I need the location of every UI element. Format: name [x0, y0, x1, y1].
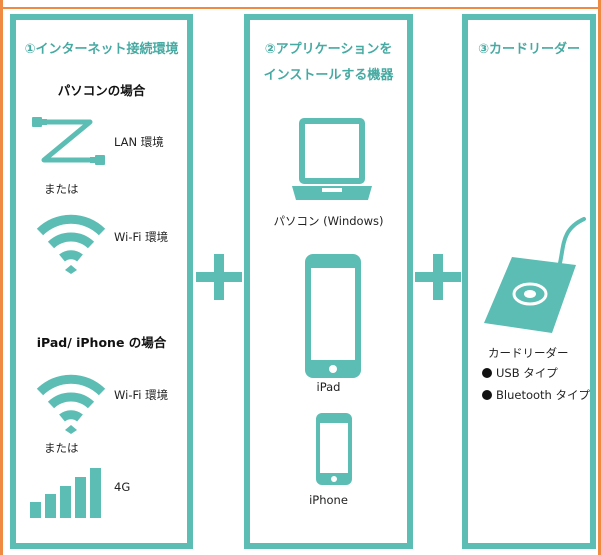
- wifi-icon: [36, 374, 106, 434]
- wifi-label: Wi-Fi 環境: [114, 388, 169, 402]
- list-item: USB タイプ: [482, 362, 590, 384]
- panel-internet-environment: ①インターネット接続環境 パソコンの場合 LAN 環境 または Wi-Fi 環境…: [10, 14, 193, 549]
- phone-label: iPhone: [309, 493, 348, 507]
- signal-bars-icon: [30, 468, 101, 518]
- panel-install-devices: ②アプリケーションを インストールする機器 パソコン (Windows) iPa…: [244, 14, 413, 549]
- outer-frame-left: [0, 0, 3, 555]
- reader-type-list: USB タイプ Bluetooth タイプ: [482, 362, 590, 406]
- reader-type-bluetooth: Bluetooth タイプ: [496, 388, 590, 402]
- laptop-icon: [292, 118, 372, 200]
- wifi-label: Wi-Fi 環境: [114, 230, 169, 244]
- phone-icon: [316, 413, 352, 485]
- tablet-label: iPad: [316, 380, 341, 394]
- panel-heading: ①インターネット接続環境: [24, 42, 179, 57]
- outer-frame-right: [598, 0, 601, 555]
- laptop-label: パソコン (Windows): [273, 214, 384, 228]
- plus-icon: [415, 254, 461, 300]
- card-reader-label: カードリーダー: [488, 346, 569, 360]
- card-reader-icon: [484, 217, 586, 333]
- cellular-label: 4G: [114, 480, 131, 494]
- lan-cable-icon: [32, 117, 105, 165]
- outer-frame-top: [0, 0, 601, 9]
- pc-section-title: パソコンの場合: [57, 83, 146, 98]
- panel-heading-line1: ②アプリケーションを: [264, 42, 393, 57]
- or-label: または: [44, 182, 79, 196]
- bullet-icon: [482, 390, 492, 400]
- lan-label: LAN 環境: [114, 135, 164, 149]
- panel-heading: ③カードリーダー: [477, 42, 580, 57]
- tablet-icon: [305, 254, 361, 378]
- bullet-icon: [482, 368, 492, 378]
- list-item: Bluetooth タイプ: [482, 384, 590, 406]
- mobile-section-title: iPad/ iPhone の場合: [36, 335, 167, 350]
- plus-icon: [196, 254, 242, 300]
- wifi-icon: [36, 214, 106, 274]
- panel-card-reader: ③カードリーダー カードリーダー USB タイプ Bluetooth タイプ: [462, 14, 596, 549]
- panel-heading-line2: インストールする機器: [263, 68, 394, 83]
- reader-type-usb: USB タイプ: [496, 366, 558, 380]
- or-label: または: [44, 441, 79, 455]
